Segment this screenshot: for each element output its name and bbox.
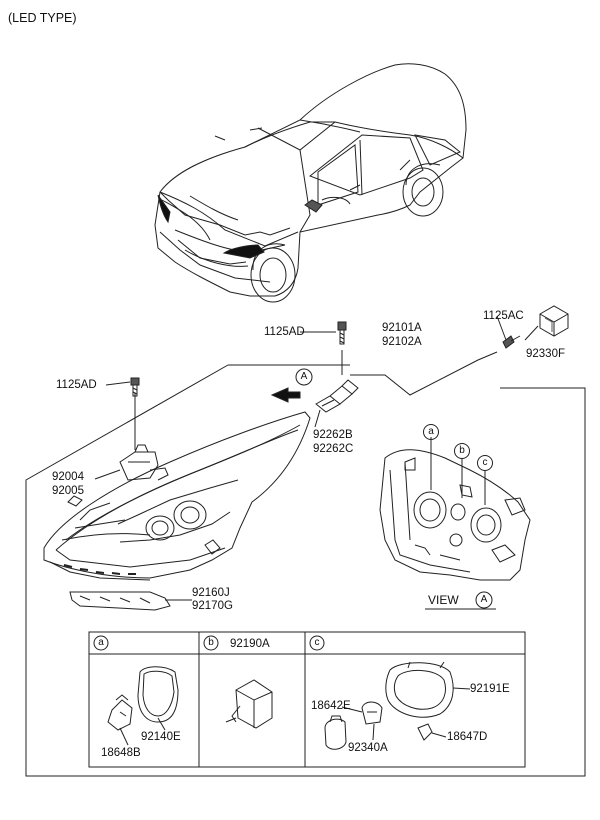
view-label: VIEW <box>428 593 459 607</box>
bolt-top-shape <box>337 321 347 345</box>
label-bracket-2: 92005 <box>52 485 84 497</box>
label-lower-1: 92160J <box>192 587 230 599</box>
socket-shape <box>315 379 359 413</box>
label-lower-2: 92170G <box>192 600 233 612</box>
label-assembly-2: 92102A <box>382 336 422 348</box>
detail-table <box>88 631 526 768</box>
module-shape <box>502 305 569 349</box>
detail-a-cap: 92140E <box>141 731 181 743</box>
detail-a-bulb: 18648B <box>101 747 141 759</box>
detail-b-shapes <box>225 679 273 729</box>
rear-view-shape <box>379 437 531 581</box>
lower-bracket-shape <box>69 591 171 611</box>
detail-b-marker-circle <box>203 635 219 651</box>
detail-a-marker-circle <box>93 635 109 651</box>
page-title: (LED TYPE) <box>8 11 77 25</box>
view-marker-letter: A <box>480 594 488 605</box>
headlamp-shape <box>43 411 311 581</box>
label-socket-2: 92262C <box>313 443 354 455</box>
marker-a-circle <box>423 424 439 440</box>
leader-lines <box>94 315 539 746</box>
group-outline <box>25 350 586 777</box>
label-assembly-1: 92101A <box>382 322 422 334</box>
detail-b-part: 92190A <box>230 638 270 650</box>
detail-a-marker: a <box>98 637 104 648</box>
arrow-marker-letter: A <box>300 371 308 382</box>
detail-a-shapes <box>107 666 179 731</box>
detail-c-clip: 18647D <box>447 731 488 743</box>
label-bolt-left: 1125AD <box>56 379 97 391</box>
marker-a-letter: a <box>428 426 434 437</box>
label-bolt-top: 1125AD <box>264 326 305 338</box>
car-illustration <box>154 63 467 303</box>
marker-c-letter: c <box>482 457 488 468</box>
detail-c-cap: 92191E <box>470 683 510 695</box>
detail-c-bulb: 18642E <box>311 700 351 712</box>
bracket-shape <box>119 444 169 481</box>
arrow-marker-circle <box>295 368 313 386</box>
detail-c-shapes <box>324 661 454 750</box>
label-module: 92330F <box>526 348 566 360</box>
view-arrow <box>270 387 301 403</box>
label-bracket-1: 92004 <box>52 471 84 483</box>
label-socket-1: 92262B <box>313 429 353 441</box>
view-marker-circle <box>475 591 493 609</box>
marker-c-circle <box>477 455 493 471</box>
marker-b-letter: b <box>459 445 465 456</box>
detail-b-marker: b <box>208 637 214 648</box>
detail-c-marker: c <box>314 637 320 648</box>
label-bolt-right: 1125AC <box>483 310 524 322</box>
detail-c-marker-circle <box>309 635 325 651</box>
marker-b-circle <box>454 443 470 459</box>
bolt-left-shape <box>130 377 140 397</box>
detail-c-socket: 92340A <box>348 742 388 754</box>
